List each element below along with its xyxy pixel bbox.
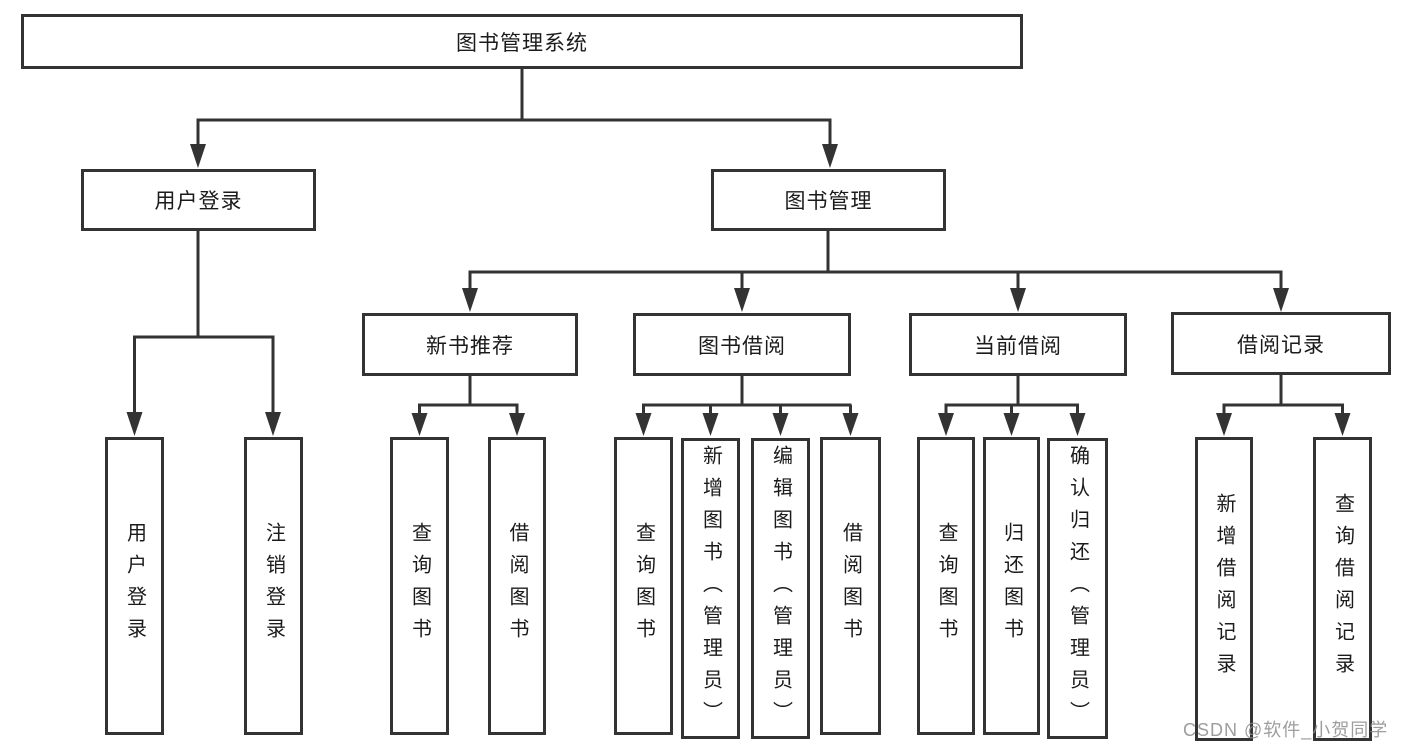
leaf-records-add-record-label: 新增借阅记录	[1213, 493, 1235, 685]
leaf-logout-label: 注销登录	[262, 522, 285, 650]
leaf-borrow-query-book: 查询图书	[614, 437, 673, 735]
leaf-borrow-add-book-admin-label: 新增图书（管理员）	[699, 444, 722, 733]
node-root: 图书管理系统	[21, 14, 1023, 69]
leaf-borrow-edit-book-admin-label: 编辑图书（管理员）	[769, 444, 792, 733]
leaf-borrow-add-book-admin: 新增图书（管理员）	[681, 438, 740, 739]
node-new-book-recommend-label: 新书推荐	[426, 334, 514, 358]
node-book-borrow-label: 图书借阅	[698, 334, 786, 358]
node-book-borrow: 图书借阅	[633, 313, 851, 376]
leaf-current-return-book: 归还图书	[983, 437, 1040, 735]
node-user-login-label: 用户登录	[154, 190, 243, 213]
leaf-logout: 注销登录	[244, 437, 303, 735]
node-user-login: 用户登录	[81, 169, 316, 231]
node-borrow-records: 借阅记录	[1171, 312, 1391, 375]
leaf-current-query-book: 查询图书	[917, 437, 975, 735]
arrowheads	[126, 144, 1351, 436]
leaf-borrow-query-book-label: 查询图书	[632, 522, 655, 650]
node-current-borrow: 当前借阅	[909, 313, 1127, 376]
leaf-newbook-borrow-book: 借阅图书	[488, 437, 546, 735]
node-current-borrow-label: 当前借阅	[974, 334, 1062, 358]
leaf-records-add-record: 新增借阅记录	[1195, 437, 1253, 741]
leaf-current-query-book-label: 查询图书	[935, 522, 957, 650]
leaf-current-confirm-return-admin: 确认归还（管理员）	[1047, 438, 1108, 739]
leaf-newbook-query-book-label: 查询图书	[408, 522, 431, 650]
leaf-current-confirm-return-admin-label: 确认归还（管理员）	[1066, 444, 1089, 733]
node-book-management: 图书管理	[711, 169, 946, 231]
leaf-borrow-borrow-book: 借阅图书	[820, 437, 881, 735]
leaf-records-query-record-label: 查询借阅记录	[1331, 493, 1354, 685]
node-new-book-recommend: 新书推荐	[362, 313, 578, 376]
csdn-watermark: CSDN @软件_小贺同学	[1183, 720, 1389, 740]
node-book-management-label: 图书管理	[784, 190, 873, 213]
leaf-current-return-book-label: 归还图书	[1000, 522, 1023, 650]
leaf-user-login-label: 用户登录	[123, 522, 146, 650]
leaf-newbook-borrow-book-label: 借阅图书	[506, 522, 528, 650]
node-borrow-records-label: 借阅记录	[1237, 333, 1325, 357]
leaf-records-query-record: 查询借阅记录	[1313, 437, 1372, 741]
leaf-newbook-query-book: 查询图书	[390, 437, 449, 735]
leaf-borrow-borrow-book-label: 借阅图书	[839, 522, 862, 650]
leaf-borrow-edit-book-admin: 编辑图书（管理员）	[751, 438, 810, 739]
node-root-label: 图书管理系统	[456, 31, 588, 55]
leaf-user-login: 用户登录	[105, 437, 164, 735]
